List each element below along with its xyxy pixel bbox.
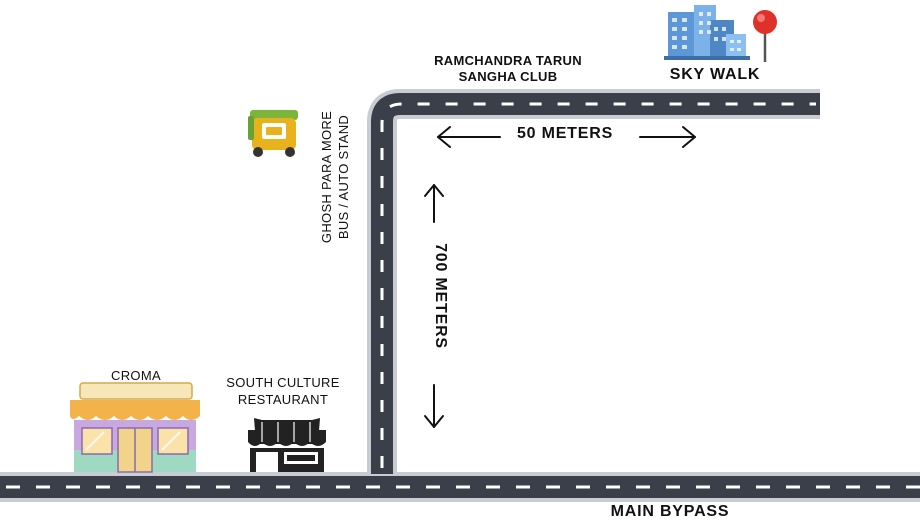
horizontal-distance-label: 50 METERS <box>516 125 614 142</box>
buildings-icon <box>664 5 750 60</box>
road-network <box>0 89 920 502</box>
horizontal-distance-arrow <box>437 126 696 148</box>
connector-lane-marking <box>380 102 816 468</box>
ramchandra-tarun-sangha-club-label: RAMCHANDRA TARUN SANGHA CLUB <box>418 53 598 85</box>
ramchandra-label-line-1: RAMCHANDRA TARUN <box>434 53 582 68</box>
ghosh-para-more-label: GHOSH PARA MORE BUS / AUTO STAND <box>318 72 352 282</box>
main-bypass-label: MAIN BYPASS <box>610 503 730 520</box>
croma-label: CROMA <box>111 368 161 383</box>
restaurant-icon <box>248 418 326 472</box>
ramchandra-label-line-2: SANGHA CLUB <box>458 69 558 84</box>
store-icon <box>70 382 200 473</box>
sky-walk-label: SKY WALK <box>669 66 761 83</box>
auto-rickshaw-icon <box>248 110 298 157</box>
south-culture-restaurant-label: SOUTH CULTURE RESTAURANT <box>203 374 363 408</box>
ghosh-label-line-1: GHOSH PARA MORE <box>319 110 334 244</box>
vertical-distance-arrow <box>424 184 444 428</box>
vertical-distance-label: 700 METERS <box>432 243 449 349</box>
south-culture-label-line-2: RESTAURANT <box>237 392 329 407</box>
south-culture-label-line-1: SOUTH CULTURE <box>226 375 340 390</box>
ghosh-label-line-2: BUS / AUTO STAND <box>336 114 351 240</box>
map-pin-icon <box>753 10 777 62</box>
